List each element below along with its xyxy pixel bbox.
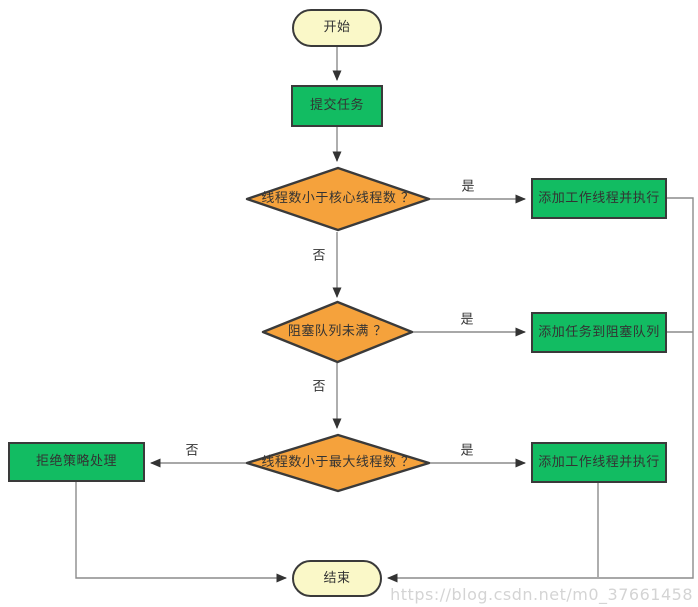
diamond-shape <box>261 300 414 364</box>
edge-label-core-yes: 是 <box>461 179 475 195</box>
submit-task-label: 提交任务 <box>309 98 364 114</box>
csdn-watermark: https://blog.csdn.net/m0_37661458 <box>390 585 693 604</box>
edge-label-queue-yes: 是 <box>460 312 474 328</box>
reject-policy-node: 拒绝策略处理 <box>8 442 145 482</box>
decision-core-threads-node: 线程数小于核心线程数 ？ <box>245 166 431 232</box>
diamond-shape <box>245 166 431 232</box>
start-node: 开始 <box>292 9 382 47</box>
edge-worker-top-end <box>387 197 694 583</box>
edge-reject-end <box>75 482 287 583</box>
edge-label-queue-no: 否 <box>312 379 326 395</box>
decision-max-threads-label: 线程数小于最大线程数 ？ <box>261 455 415 471</box>
diamond-shape <box>245 433 431 493</box>
add-worker-top-label: 添加工作线程并执行 <box>538 190 660 206</box>
add-worker-top-node: 添加工作线程并执行 <box>531 178 667 219</box>
add-worker-bottom-node: 添加工作线程并执行 <box>531 442 667 483</box>
add-worker-bottom-label: 添加工作线程并执行 <box>538 454 660 470</box>
decision-queue-label: 阻塞队列未满 ？ <box>287 324 388 340</box>
decision-max-threads-node: 线程数小于最大线程数 ？ <box>245 433 431 493</box>
reject-policy-label: 拒绝策略处理 <box>35 454 117 470</box>
end-node: 结束 <box>292 560 382 597</box>
start-label: 开始 <box>323 20 351 36</box>
add-to-queue-label: 添加任务到阻塞队列 <box>538 324 660 340</box>
decision-core-threads-label: 线程数小于核心线程数 ？ <box>261 191 415 207</box>
edge-label-core-no: 否 <box>312 248 326 264</box>
submit-task-node: 提交任务 <box>291 85 383 127</box>
decision-queue-node: 阻塞队列未满 ？ <box>261 300 414 364</box>
add-to-queue-node: 添加任务到阻塞队列 <box>531 312 667 353</box>
end-label: 结束 <box>323 570 351 586</box>
edge-label-max-no: 否 <box>185 443 199 459</box>
edge-label-max-yes: 是 <box>460 443 474 459</box>
